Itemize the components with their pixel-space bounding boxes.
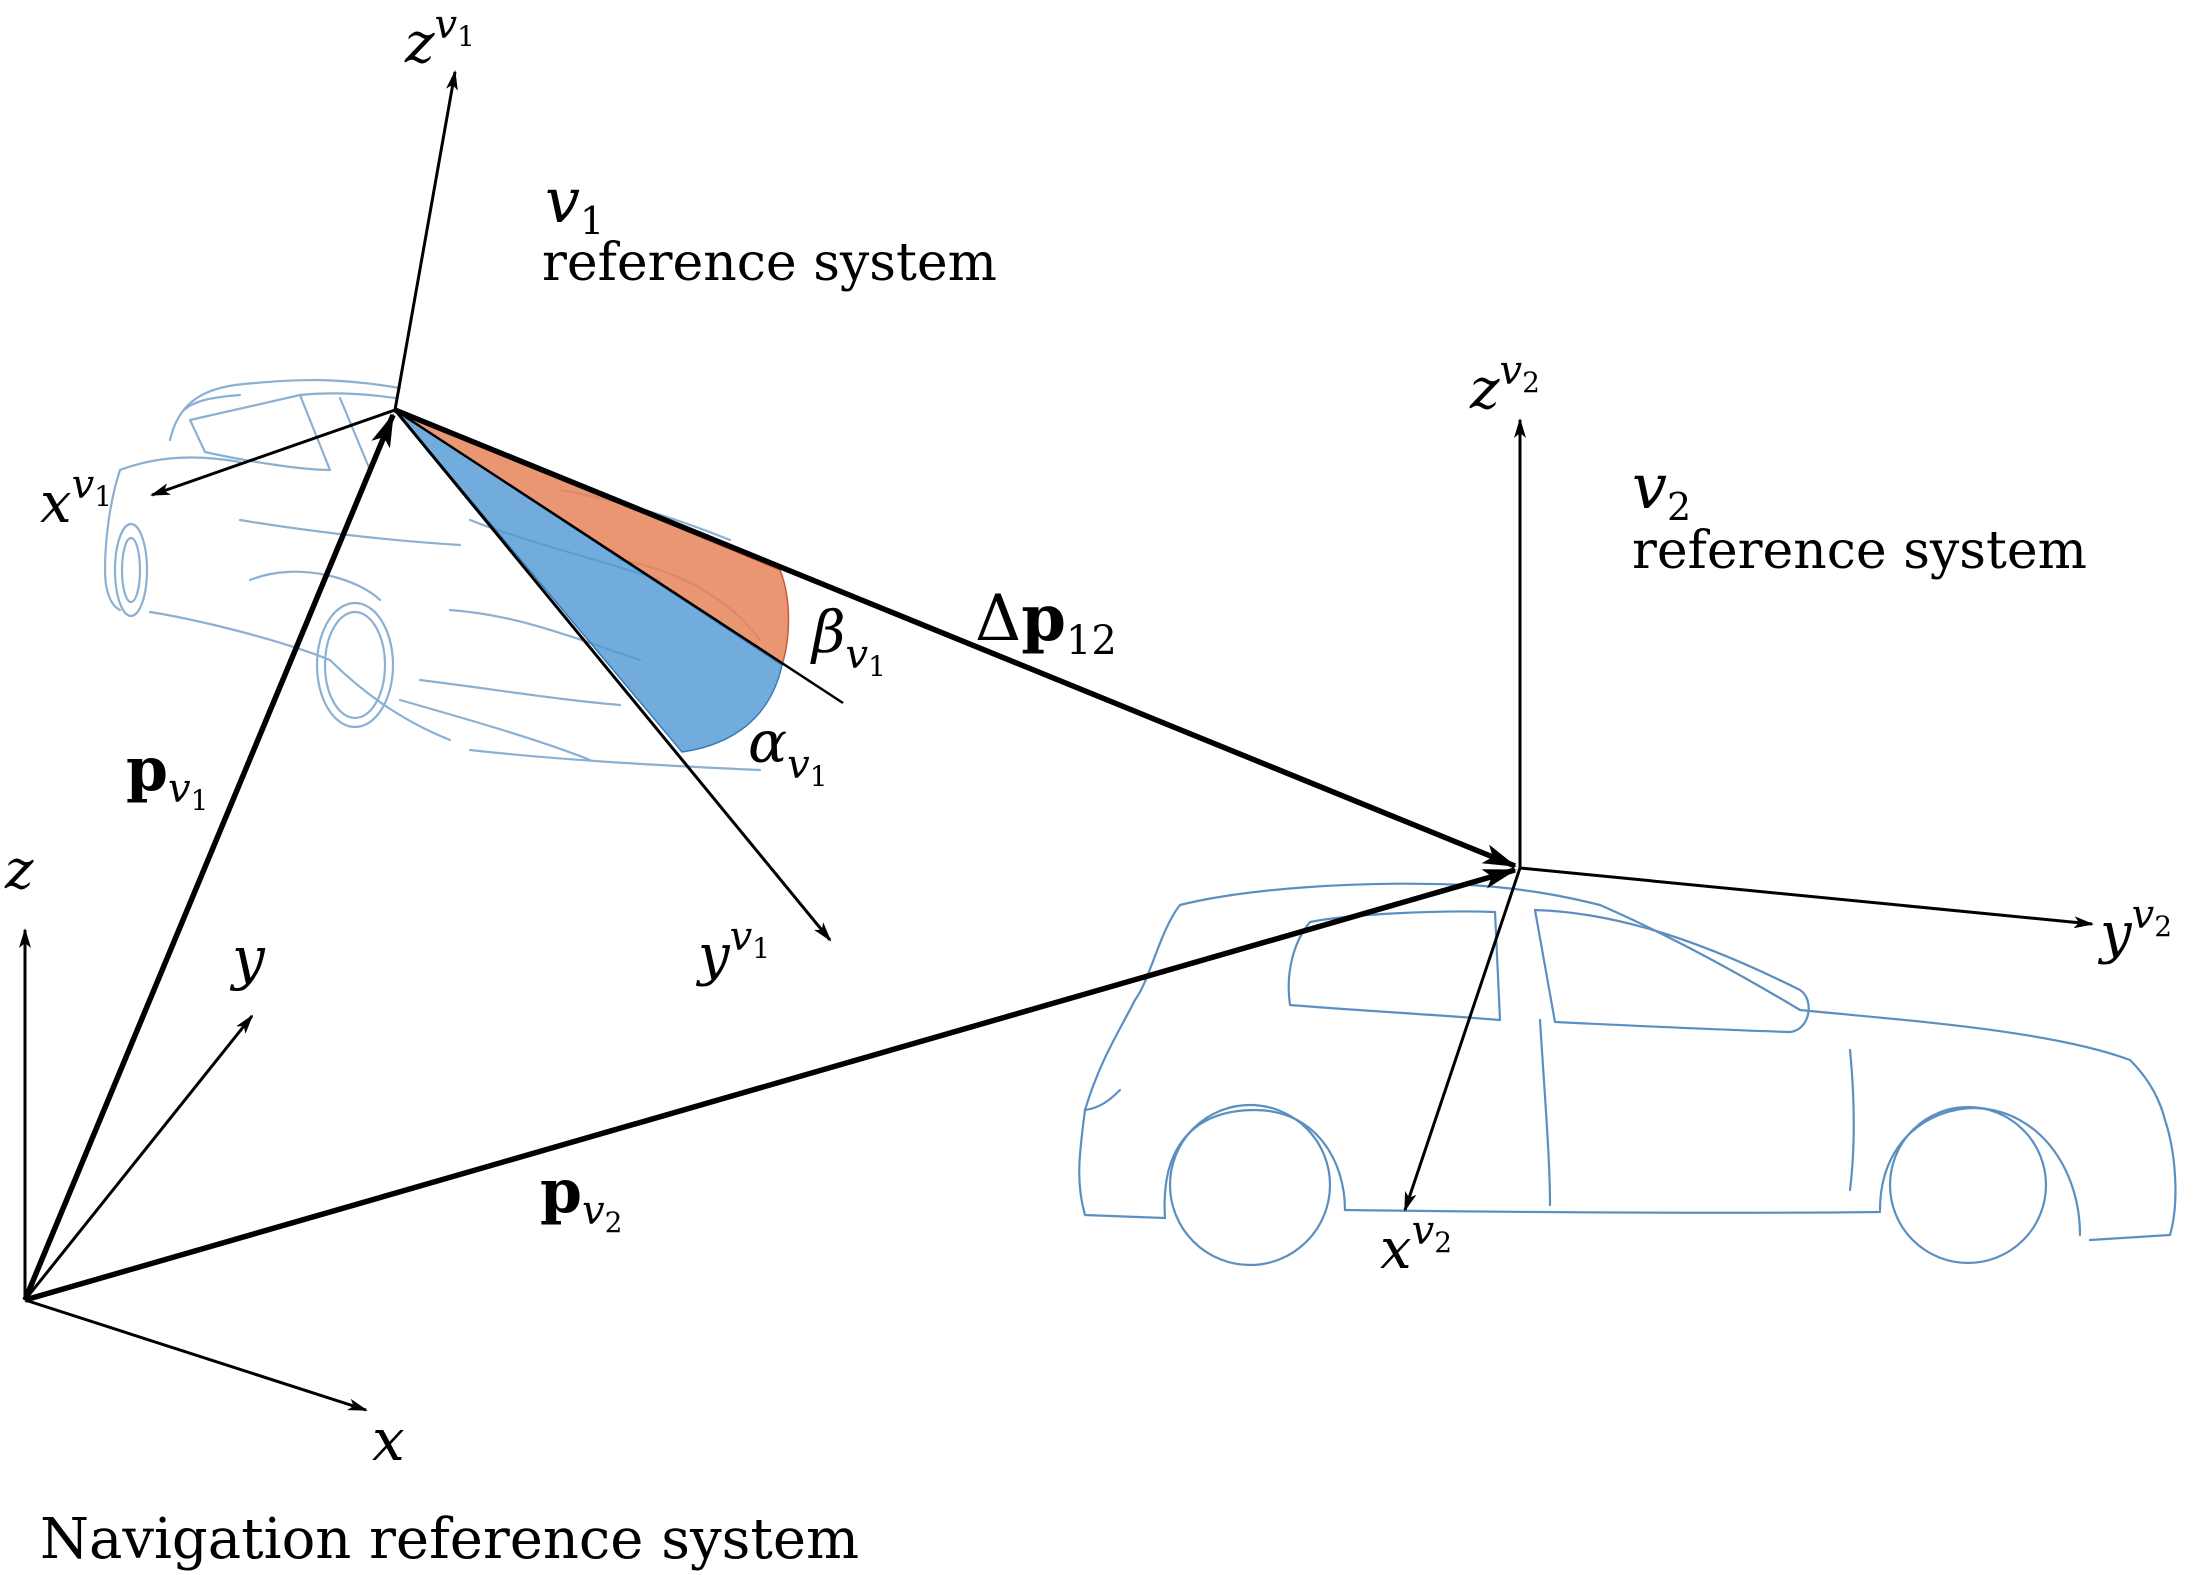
p-v2-label: pv2 [540, 1157, 622, 1239]
nav-x-axis [24, 1298, 368, 1412]
v1-x-axis [150, 408, 396, 497]
p-v2-vector [24, 867, 1517, 1303]
p-v1-label: pv1 [126, 735, 208, 817]
v1-z-label: zv1 [404, 2, 475, 76]
nav-z-label: z [4, 838, 34, 901]
vehicle2-car-sketch [1078, 882, 2177, 1267]
delta-p12-label: Δp12 [975, 581, 1117, 664]
v2-y-axis [1519, 866, 2094, 929]
v1-x-label: xv1 [40, 462, 112, 536]
v2-y-label: yv2 [2097, 892, 2172, 966]
v2-caption: reference system [1632, 521, 2087, 581]
v1-z-axis [393, 70, 458, 411]
delta-p12-vector [393, 407, 1517, 869]
beta-label: βv1 [810, 598, 886, 683]
v1-name-label: v1 [545, 164, 604, 243]
nav-y-axis [23, 1014, 254, 1301]
p-v1-vector [22, 413, 396, 1302]
v2-z-label: zv2 [1469, 348, 1540, 422]
v1-caption: reference system [542, 233, 997, 293]
nav-y-label: y [229, 924, 266, 992]
nav-x-label: x [372, 1406, 405, 1474]
v2-x-label: xv2 [1380, 1208, 1452, 1282]
nav-caption: Navigation reference system [40, 1507, 859, 1572]
v2-name-label: v2 [1632, 450, 1691, 529]
v1-y-label: yv1 [695, 914, 770, 988]
alpha-angle-wedge [394, 409, 783, 753]
beta-reference-line [394, 408, 844, 705]
alpha-label: αv1 [748, 708, 828, 793]
v2-x-axis [1403, 867, 1522, 1212]
v1-y-axis [393, 409, 832, 942]
